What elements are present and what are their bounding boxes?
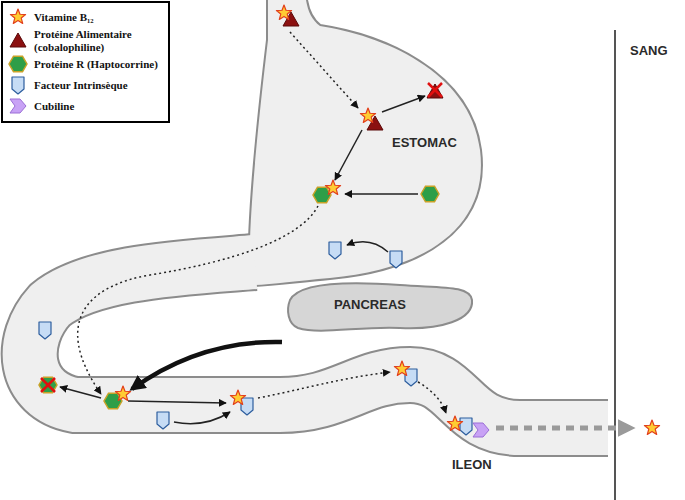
legend-row: Vitamine B₁₂ (6, 7, 162, 27)
vitamin-star (394, 361, 409, 375)
pancreas-organ (288, 283, 472, 331)
vitamin-star (325, 180, 340, 194)
legend-text: Protéine R (Haptocorrine) (34, 58, 158, 71)
organ-label: ILEON (452, 458, 492, 472)
legend-sample (6, 75, 30, 95)
vitamin-star (276, 5, 291, 19)
legend-sample (6, 96, 30, 116)
vitamin-star (644, 420, 659, 434)
vitamin-star (447, 416, 462, 430)
legend-row: Protéine Alimentaire (cobalophiline) (6, 28, 162, 53)
intrinsic-factor (39, 322, 51, 339)
legend-text: Vitamine B₁₂ (34, 11, 94, 24)
legend-symbol (10, 33, 26, 47)
cubilin-receptor (473, 423, 489, 437)
dotted-arrow (78, 206, 318, 394)
legend-row: Facteur Intrinsèque (6, 75, 162, 95)
intrinsic-factor (157, 412, 169, 429)
legend-box: Vitamine B₁₂ Protéine Alimentaire (cobalo… (1, 1, 170, 123)
intrinsic-factor (405, 369, 417, 386)
legend-sample (6, 7, 30, 27)
arrow (128, 401, 226, 403)
legend-symbol (9, 56, 27, 72)
curved-arrow (347, 242, 388, 252)
dotted-arrow (418, 382, 446, 413)
organ-label: PANCREAS (334, 298, 406, 312)
organ-label: ESTOMAC (392, 136, 457, 150)
vitamin-star (230, 390, 245, 404)
legend-row: Cubiline (6, 96, 162, 116)
r-protein (39, 377, 57, 393)
legend-text: Protéine Alimentaire (cobalophiline) (34, 28, 162, 53)
legend-sample (6, 54, 30, 74)
arrow (335, 130, 362, 180)
stomach-outline (250, 0, 481, 285)
legend-symbol (12, 77, 24, 94)
curved-arrow (174, 412, 230, 424)
intestine-outline (30, 262, 608, 428)
food-protein (427, 84, 443, 98)
intrinsic-factor (460, 418, 472, 435)
intestine-body (30, 262, 608, 428)
arrow (382, 96, 425, 112)
legend-text: Cubiline (34, 100, 74, 113)
big-arrow (132, 342, 282, 389)
arrow (60, 387, 101, 398)
intrinsic-factor (390, 251, 402, 268)
stomach-body (250, 0, 481, 285)
legend-text: Facteur Intrinsèque (34, 79, 128, 92)
vitamin-star (115, 386, 130, 400)
r-protein (421, 186, 439, 202)
dotted-arrow (290, 32, 358, 108)
compartment-label: SANG (630, 44, 668, 58)
legend-symbol (10, 9, 25, 23)
legend-sample (6, 31, 30, 51)
intrinsic-factor (329, 242, 341, 259)
vitamin-star (360, 108, 375, 122)
dotted-arrow (258, 372, 390, 398)
cross-mark (428, 83, 442, 97)
legend-row: Protéine R (Haptocorrine) (6, 54, 162, 74)
intrinsic-factor (241, 398, 253, 415)
cross-mark (41, 378, 55, 392)
transport-arrow (496, 426, 632, 431)
legend-symbol (10, 99, 26, 113)
arrow (345, 193, 418, 195)
